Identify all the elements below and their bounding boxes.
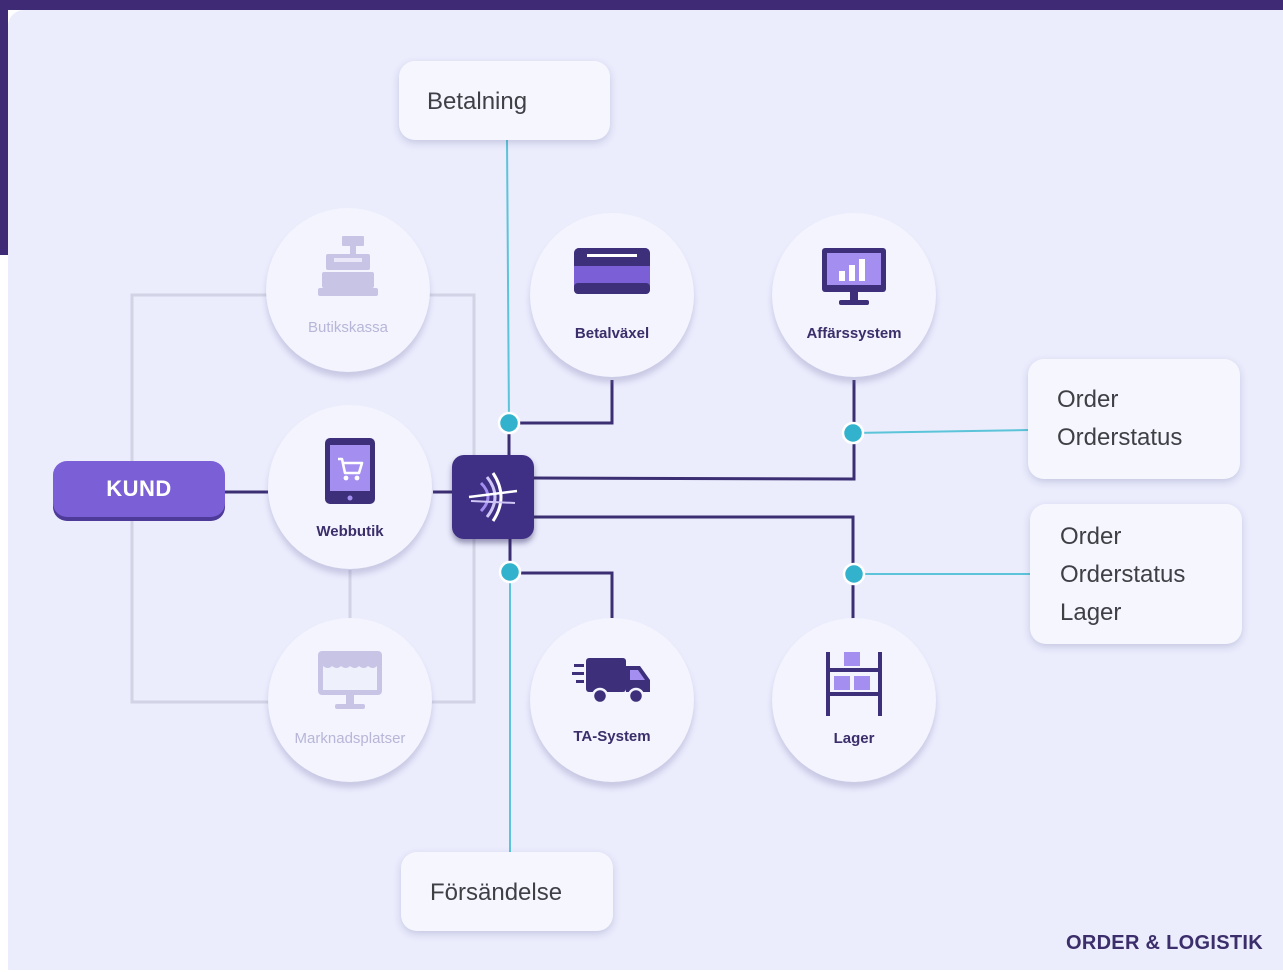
warehouse-shelf-icon — [772, 652, 936, 716]
node-label: Betalväxel — [574, 325, 650, 342]
connector-dot — [497, 411, 521, 435]
order-status-line: Orderstatus — [1057, 424, 1183, 451]
side-band — [0, 0, 8, 255]
shipping-label-box: Försändelse — [401, 852, 613, 931]
storefront-monitor-icon — [268, 650, 432, 712]
payment-label: Betalning — [427, 88, 528, 115]
monitor-chart-icon — [772, 247, 936, 307]
connector-dot — [841, 421, 865, 445]
diagram-title: ORDER & LOGISTIK — [1065, 932, 1263, 954]
payment-label-box: Betalning — [399, 61, 610, 140]
connector-dot — [842, 562, 866, 586]
lager-wire — [534, 515, 855, 625]
node-affarssystem[interactable]: Affärssystem — [772, 213, 936, 377]
customer-button[interactable]: KUND — [53, 461, 225, 517]
order-status-line-1 — [852, 429, 1029, 434]
order-status-box-2: Order Orderstatus Lager — [1030, 504, 1242, 644]
node-butikskassa[interactable]: Butikskassa — [266, 208, 430, 372]
node-label: Marknadsplatser — [294, 730, 406, 747]
affarssystem-wire — [533, 380, 856, 481]
delivery-truck-icon — [530, 656, 694, 706]
betalvaxel-wire — [509, 380, 614, 425]
node-webbutik[interactable]: Webbutik — [268, 405, 432, 569]
header-band — [0, 0, 1283, 10]
order-status-box-1: Order Orderstatus — [1028, 359, 1240, 479]
node-label: Lager — [833, 730, 875, 747]
ta-system-wire — [510, 571, 614, 618]
tablet-cart-icon — [268, 437, 432, 505]
node-label: Affärssystem — [806, 325, 902, 342]
node-betalvaxel[interactable]: Betalväxel — [530, 213, 694, 377]
order-status-line: Lager — [1060, 599, 1122, 626]
node-label: Butikskassa — [307, 319, 389, 336]
integration-hub[interactable] — [452, 455, 534, 539]
node-label: Webbutik — [316, 523, 384, 540]
order-status-line: Order — [1060, 523, 1122, 550]
order-status-line: Order — [1057, 386, 1119, 413]
shipping-label: Försändelse — [430, 879, 563, 906]
brand-logo-icon — [468, 472, 518, 522]
node-ta-system[interactable]: TA-System — [530, 618, 694, 782]
node-lager[interactable]: Lager — [772, 618, 936, 782]
node-label: TA-System — [573, 728, 651, 745]
credit-card-icon — [530, 247, 694, 295]
order-status-line: Orderstatus — [1060, 561, 1186, 588]
connector-dot — [498, 560, 522, 584]
payment-line — [506, 139, 510, 424]
node-marknadsplatser[interactable]: Marknadsplatser — [268, 618, 432, 782]
cash-register-icon — [266, 236, 430, 302]
